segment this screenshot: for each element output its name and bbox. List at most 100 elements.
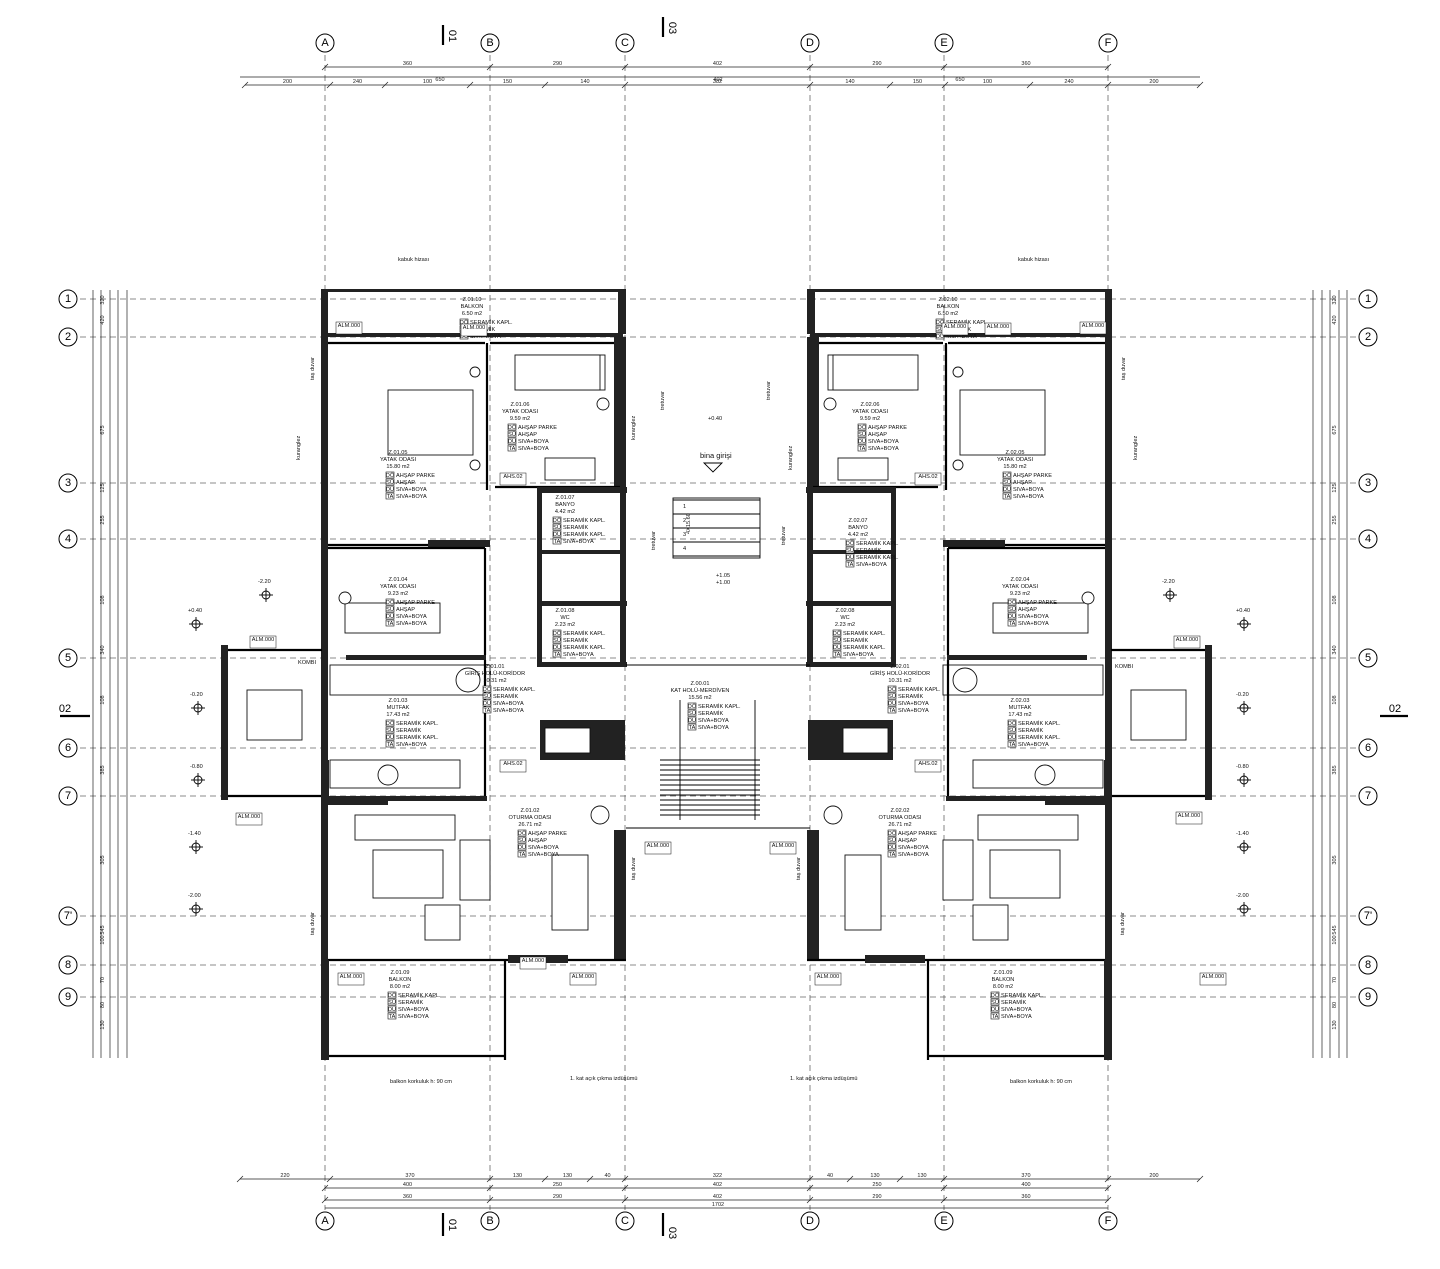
dim-top-outer-val-1: 240 [353, 79, 362, 85]
dim-bottom-outer-val-6: 40 [827, 1173, 833, 1179]
grid-bubble-bottom-d-circle [800, 1211, 820, 1231]
finish-box-2 [385, 733, 395, 741]
dim-bottom-outer-tick-11 [1196, 1175, 1204, 1183]
dim-top-outer-tick-8 [941, 81, 949, 89]
room-name: GİRİŞ HOLÜ-KORİDOR [870, 670, 930, 677]
dim-top-mid-tick-1 [486, 63, 494, 71]
room-area: 9.23 m2 [388, 591, 408, 597]
finish-code-3: TA [889, 852, 896, 858]
dim-left-val-3: 125 [100, 483, 106, 492]
finish-box-2 [857, 437, 867, 445]
finish-code-0: DÖ [553, 517, 562, 524]
dim-top-outer-val-5: 382 [713, 79, 722, 85]
dim-top-outer-val-10: 200 [1149, 79, 1158, 85]
dim-bottom-outer-val-3: 130 [563, 1173, 572, 1179]
finish-text-0: SERAMİK KAPL. [843, 630, 886, 637]
finish-code-3: TA [484, 708, 491, 714]
room-id: Z.01.05 [389, 450, 408, 456]
finish-code-1: SÜ [1008, 606, 1016, 613]
alm-box [499, 759, 527, 773]
kitchen-wall-sw-left [321, 760, 329, 800]
room-id: Z.01.10 [463, 297, 482, 303]
dim-bottom-outer-tick-0 [236, 1175, 244, 1183]
dim-top-outer-tick-2 [381, 81, 389, 89]
closet-left [544, 727, 591, 754]
finish-text-2: SIVA+BOYA [898, 701, 929, 707]
side-note-2: taş duvar [310, 912, 316, 935]
finish-code-3: TA [1009, 742, 1016, 748]
dim-right-val-1: 420 [1332, 315, 1338, 324]
dim-bottom-mid-val-0: 400 [403, 1182, 412, 1188]
finish-code-2: DU [936, 334, 944, 340]
room-id: Z.01.01 [486, 664, 505, 670]
alm-tag-7: ALM.000 [519, 956, 547, 970]
step-num-1: 2 [683, 518, 686, 524]
dim-bottom-row3-val-0: 360 [403, 1194, 412, 1200]
finish-code-1: SÜ [388, 999, 396, 1006]
finish-code-0: DÖ [888, 686, 897, 693]
finish-code-2: DU [1003, 487, 1011, 493]
alm-box [941, 322, 969, 336]
plant-l [590, 805, 610, 825]
finish-text-2: SIVA+BOYA [493, 701, 524, 707]
finish-code-0: DÖ [553, 630, 562, 637]
entrance-stair-box [672, 497, 761, 559]
level-mark-11: -2.00 [1236, 893, 1249, 899]
alm-tag-9: ALM.000 [814, 972, 842, 986]
room-name: WC [560, 615, 569, 621]
finish-code-0: DÖ [688, 703, 697, 710]
finish-code-3: TA [689, 725, 696, 731]
room-id: Z.02.07 [849, 518, 868, 524]
alm-text: AHS.02 [918, 761, 937, 767]
finish-code-3: TA [992, 1014, 999, 1020]
finish-text-1: SERAMİK [396, 727, 421, 734]
finish-text-0: AHŞAP PARKE [396, 473, 435, 479]
finish-code-3: TA [859, 446, 866, 452]
alm-tag-3: ALM.000 [1175, 811, 1203, 825]
grid-bubble-right-8-circle [1358, 955, 1378, 975]
dim-bottom-mid-tick-5 [1104, 1184, 1112, 1192]
room-area: 2.23 m2 [835, 622, 855, 628]
living-west-right [1105, 800, 1112, 960]
room-area: 26.71 m2 [888, 822, 911, 828]
finish-box-0 [845, 539, 855, 547]
room-area: 4.42 m2 [555, 509, 575, 515]
room-name: MUTFAK [1009, 705, 1032, 711]
finish-text-0: SERAMİK KAPL. [698, 703, 741, 710]
armchair-r [972, 904, 1009, 941]
finish-code-2: DU [991, 1007, 999, 1013]
level-mark-2: -0.20 [190, 692, 203, 698]
grid-bubble-left-6-label: 7 [65, 790, 71, 802]
dim-top-outer-tick-11 [1196, 81, 1204, 89]
finish-text-2: SERAMİK KAPL. [843, 644, 886, 651]
grid-bubble-top-a-circle [315, 33, 335, 53]
section-mark-01-bottom: 01 [446, 1219, 458, 1231]
finish-box-0 [832, 629, 842, 637]
section-mark-02-right: 02 [1389, 703, 1401, 715]
room-name: OTURMA ODASI [879, 815, 922, 821]
dim-top-outer-val-4: 140 [580, 79, 589, 85]
alm-text: AHS.02 [503, 474, 522, 480]
kitchen-west-outer-left [221, 645, 228, 800]
room-name: KAT HOLÜ-MERDİVEN [671, 687, 730, 694]
grid-bubble-left-8-circle [58, 955, 78, 975]
finish-text-1: SERAMİK [843, 637, 868, 644]
dim-top-outer-tick-5 [621, 81, 629, 89]
bedroom3-bottom-right [947, 655, 1087, 660]
finish-text-3: SIVA+BOYA [856, 562, 887, 568]
finish-box-0 [687, 702, 697, 710]
dim-left-val-2: 675 [100, 425, 106, 434]
dim-bottom-row3-tick-5 [1104, 1196, 1112, 1204]
level-mark-7: +0.40 [1236, 608, 1250, 614]
level-mark-6: -2.20 [1162, 579, 1175, 585]
living-west-left [321, 800, 328, 960]
alm-tag-6: ALM.000 [460, 323, 488, 337]
side-note-9: kuranglez [788, 446, 794, 470]
finish-box-0 [517, 829, 527, 837]
